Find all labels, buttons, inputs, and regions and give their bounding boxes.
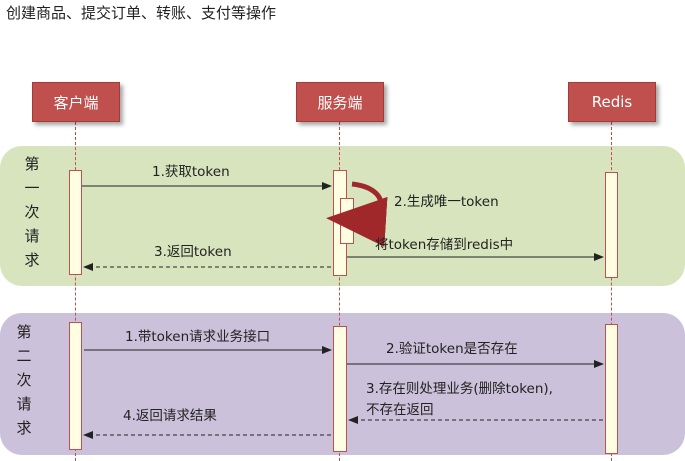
server-activation-phase2 <box>333 326 347 452</box>
phase2-label-char: 二 <box>16 347 32 365</box>
phase1-label-char: 第 <box>24 155 40 173</box>
phase2-label-char: 次 <box>16 371 32 389</box>
phase2-label: 第 二 次 请 求 <box>14 320 34 440</box>
msg-verify-token: 2.验证token是否存在 <box>386 341 518 357</box>
phase2-label-char: 请 <box>16 395 32 413</box>
client-activation-phase2 <box>69 322 82 450</box>
msg-store-token: 将token存储到redis中 <box>375 237 514 253</box>
msg-request-with-token: 1.带token请求业务接口 <box>125 329 271 345</box>
msg-return-result: 4.返回请求结果 <box>123 408 217 424</box>
server-actor: 服务端 <box>296 82 384 122</box>
redis-actor: Redis <box>568 82 656 122</box>
client-actor: 客户端 <box>32 82 120 122</box>
redis-lifeline <box>611 122 612 461</box>
server-lifeline <box>339 122 340 461</box>
msg-return-token: 3.返回token <box>154 244 232 260</box>
server-actor-label: 服务端 <box>317 93 363 112</box>
phase1-label-char: 次 <box>24 203 40 221</box>
phase1-label-char: 一 <box>24 179 40 197</box>
redis-actor-label: Redis <box>591 93 633 111</box>
redis-activation-phase1 <box>605 172 618 278</box>
client-actor-label: 客户端 <box>53 93 99 112</box>
msg-generate-token: 2.生成唯一token <box>394 194 499 210</box>
phase2-label-char: 求 <box>16 419 32 437</box>
client-activation-phase1 <box>69 170 82 275</box>
phase1-label: 第 一 次 请 求 <box>22 152 42 272</box>
phase2-label-char: 第 <box>16 323 32 341</box>
redis-activation-phase2 <box>605 324 618 454</box>
msg-handle-line1: 3.存在则处理业务(删除token), <box>366 381 553 397</box>
phase1-label-char: 求 <box>24 251 40 269</box>
msg-handle-line2: 不存在返回 <box>366 402 434 418</box>
msg-get-token: 1.获取token <box>152 164 230 180</box>
diagram-caption: 创建商品、提交订单、转账、支付等操作 <box>6 4 277 22</box>
phase1-label-char: 请 <box>24 227 40 245</box>
arrow-self-generate <box>326 181 388 247</box>
client-lifeline <box>75 122 76 461</box>
